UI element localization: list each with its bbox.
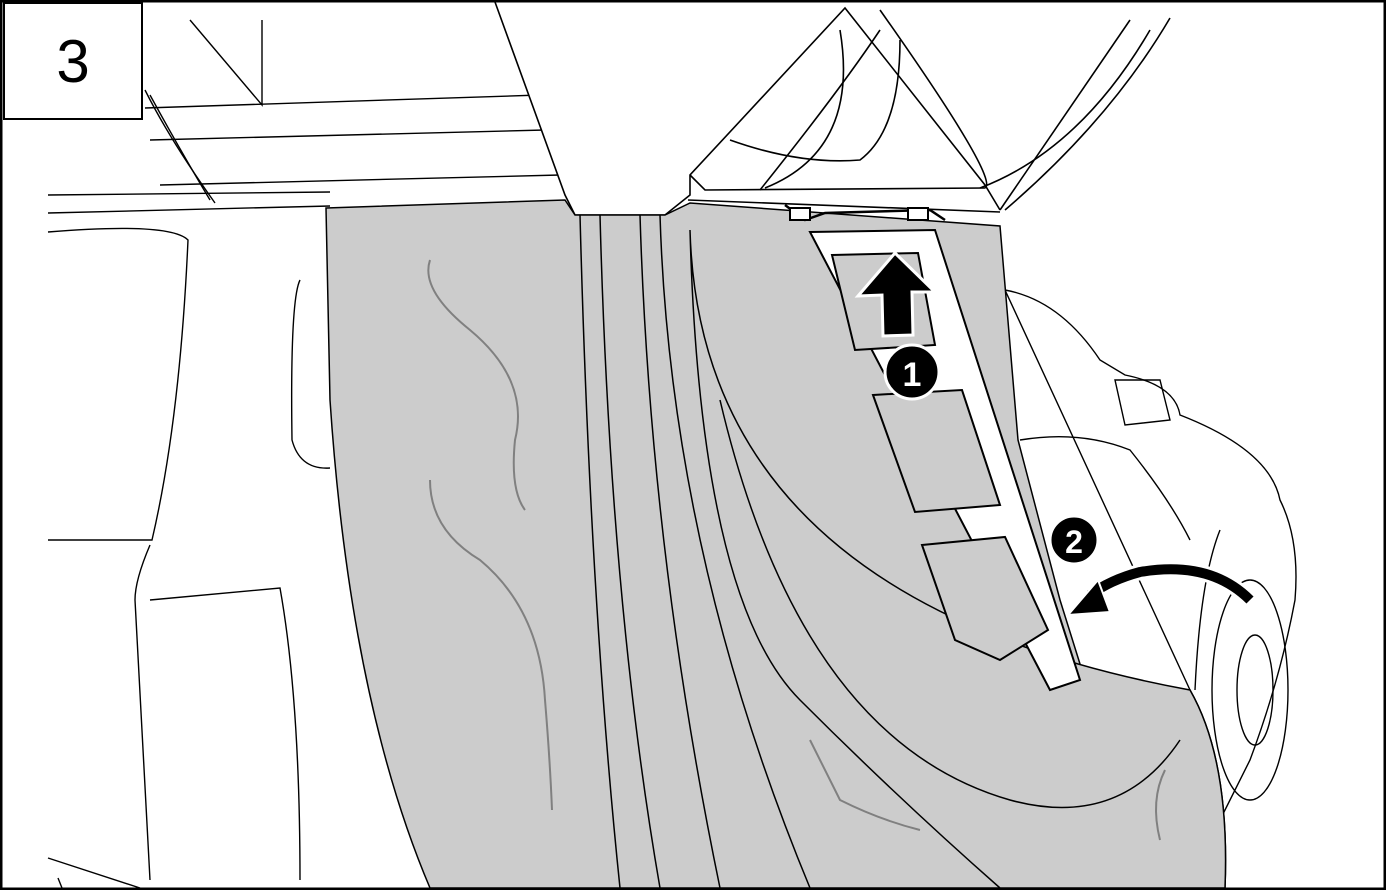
vehicle-outline [47, 19, 561, 889]
callout-1: 1 [883, 343, 941, 401]
car-outline [1003, 289, 1297, 831]
callout-1-label: 1 [903, 356, 922, 394]
step-number-box: 3 [3, 2, 143, 120]
roof-tent [494, 1, 1171, 216]
callout-2: 2 [1048, 514, 1100, 566]
step-number: 3 [56, 27, 90, 95]
callout-2-label: 2 [1065, 524, 1083, 560]
curved-arrow-icon [1065, 561, 1256, 617]
ladder [784, 204, 1082, 692]
awning-fabric [325, 199, 1227, 889]
up-arrow-icon [854, 250, 939, 338]
